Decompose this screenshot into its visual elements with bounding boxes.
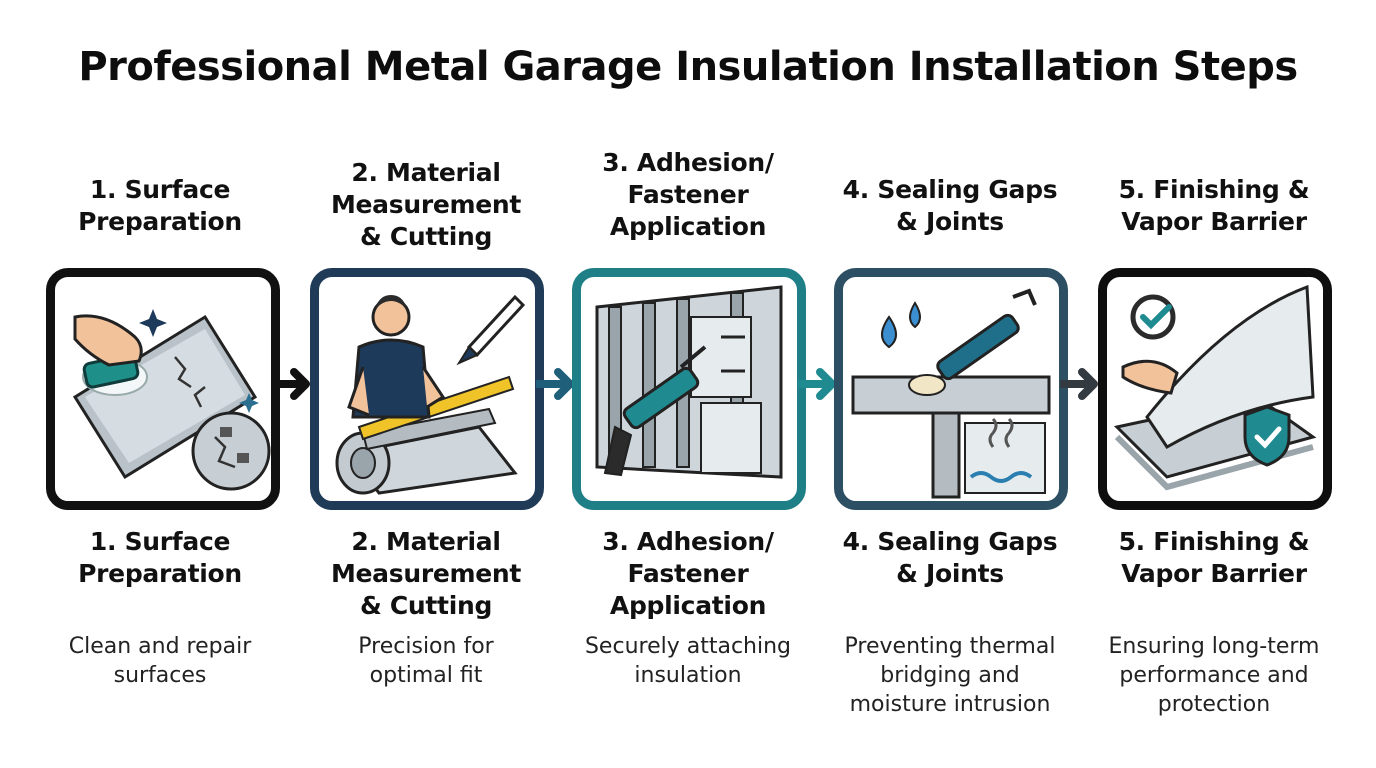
step-5-illustration-frame [1098, 268, 1332, 510]
vapor-barrier-shield-icon [1113, 284, 1317, 491]
arrow-2-to-3 [536, 364, 580, 404]
step-5-heading-top: 5. Finishing & Vapor Barrier [1118, 175, 1310, 236]
step-5-heading-bottom: 5. Finishing & Vapor Barrier [1118, 527, 1310, 588]
caulk-gun-panel-icon [595, 285, 783, 479]
step-2-illustration-frame [310, 268, 544, 510]
step-3-heading-bottom: 3. Adhesion/ Fastener Application [602, 527, 774, 620]
step-3-description: Securely attaching insulation [584, 634, 792, 688]
step-1-heading-top: 1. Surface Preparation [78, 175, 242, 236]
step-1-heading-bottom: 1. Surface Preparation [78, 527, 242, 588]
step-2-description: Precision for optimal fit [358, 634, 494, 688]
step-4-heading-top: 4. Sealing Gaps & Joints [842, 175, 1058, 236]
step-5-description: Ensuring long-term performance and prote… [1108, 634, 1320, 717]
sealant-gun-water-icon [851, 288, 1051, 499]
page-title: Professional Metal Garage Insulation Ins… [78, 44, 1298, 90]
scrubbing-sponge-icon [72, 309, 271, 491]
step-2-heading-top: 2. Material Measurement & Cutting [330, 158, 522, 251]
step-4-description: Preventing thermal bridging and moisture… [844, 634, 1056, 717]
arrow-4-to-5 [1060, 364, 1104, 404]
step-1-description: Clean and repair surfaces [68, 634, 252, 688]
step-4-heading-bottom: 4. Sealing Gaps & Joints [842, 527, 1058, 588]
step-2-heading-bottom: 2. Material Measurement & Cutting [330, 527, 522, 620]
step-4-illustration-frame [834, 268, 1068, 510]
step-3-illustration-frame [572, 268, 806, 510]
step-1-illustration-frame [46, 268, 280, 510]
arrow-3-to-4 [798, 364, 842, 404]
step-3-heading-top: 3. Adhesion/ Fastener Application [602, 148, 774, 241]
arrow-1-to-2 [272, 364, 316, 404]
measuring-tape-roll-icon [335, 294, 526, 495]
